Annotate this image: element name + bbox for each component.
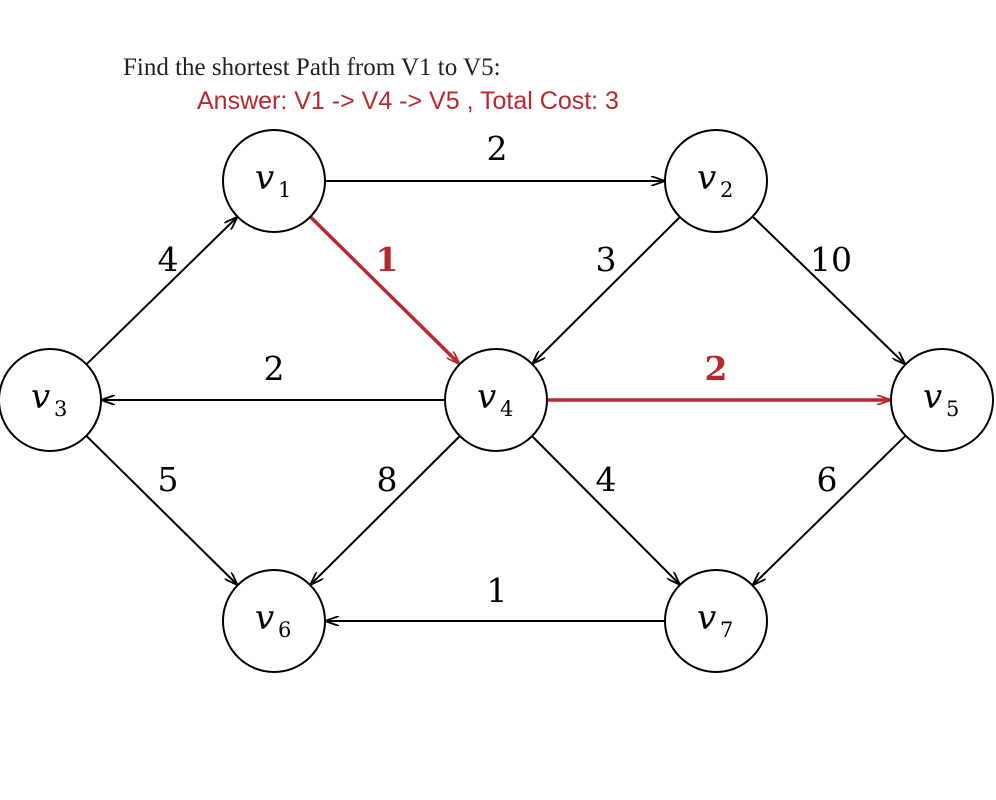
node-subscript: 7: [720, 618, 733, 642]
edge-weight-v5-v7: 6: [817, 460, 838, 499]
node-letter: v: [31, 377, 50, 417]
edge-weight-v4-v6: 8: [377, 460, 398, 499]
edge-v4-v6: [311, 435, 461, 584]
node-circle: [222, 569, 326, 673]
node-letter: v: [477, 377, 496, 417]
node-subscript: 3: [54, 397, 67, 421]
edge-v1-v4: [309, 215, 459, 364]
edge-v2-v4: [533, 216, 681, 363]
node-letter: v: [923, 377, 942, 417]
node-subscript: 5: [946, 397, 959, 421]
node-circle: [222, 129, 326, 233]
edge-v3-v1: [85, 217, 237, 366]
node-letter: v: [697, 158, 716, 198]
edge-weight-v1-v2: 2: [487, 129, 508, 168]
edge-weight-v4-v7: 4: [596, 460, 617, 499]
node-letter: v: [255, 598, 274, 638]
edge-v4-v7: [531, 435, 679, 584]
edge-weight-v4-v5: 2: [705, 349, 728, 388]
edge-weight-v2-v5: 10: [810, 240, 852, 279]
node-subscript: 2: [720, 178, 733, 202]
edge-v2-v5: [751, 215, 905, 364]
edge-weight-v3-v6: 5: [158, 460, 179, 499]
edge-v5-v7: [753, 434, 907, 585]
node-circle: [0, 348, 102, 452]
node-circle: [664, 129, 768, 233]
node-circle: [664, 569, 768, 673]
edges-layer: [85, 181, 907, 621]
edge-weight-v1-v4: 1: [376, 240, 399, 279]
edge-v3-v6: [85, 435, 237, 585]
node-letter: v: [255, 158, 274, 198]
node-circle: [890, 348, 994, 452]
edge-weight-v7-v6: 1: [487, 571, 508, 610]
answer-text: Answer: V1 -> V4 -> V5 , Total Cost: 3: [197, 87, 619, 115]
node-subscript: 4: [500, 397, 513, 421]
edge-weight-v4-v3: 2: [264, 349, 285, 388]
node-circle: [444, 348, 548, 452]
question-text: Find the shortest Path from V1 to V5:: [123, 54, 501, 81]
edge-weight-v2-v4: 3: [596, 240, 617, 279]
edge-weight-v3-v1: 4: [158, 240, 179, 279]
node-subscript: 1: [278, 178, 291, 202]
edge-weights-layer: 2 1 4 3 10 2 2 5 8 4 6 1: [158, 129, 853, 610]
node-letter: v: [697, 598, 716, 638]
node-subscript: 6: [278, 618, 291, 642]
